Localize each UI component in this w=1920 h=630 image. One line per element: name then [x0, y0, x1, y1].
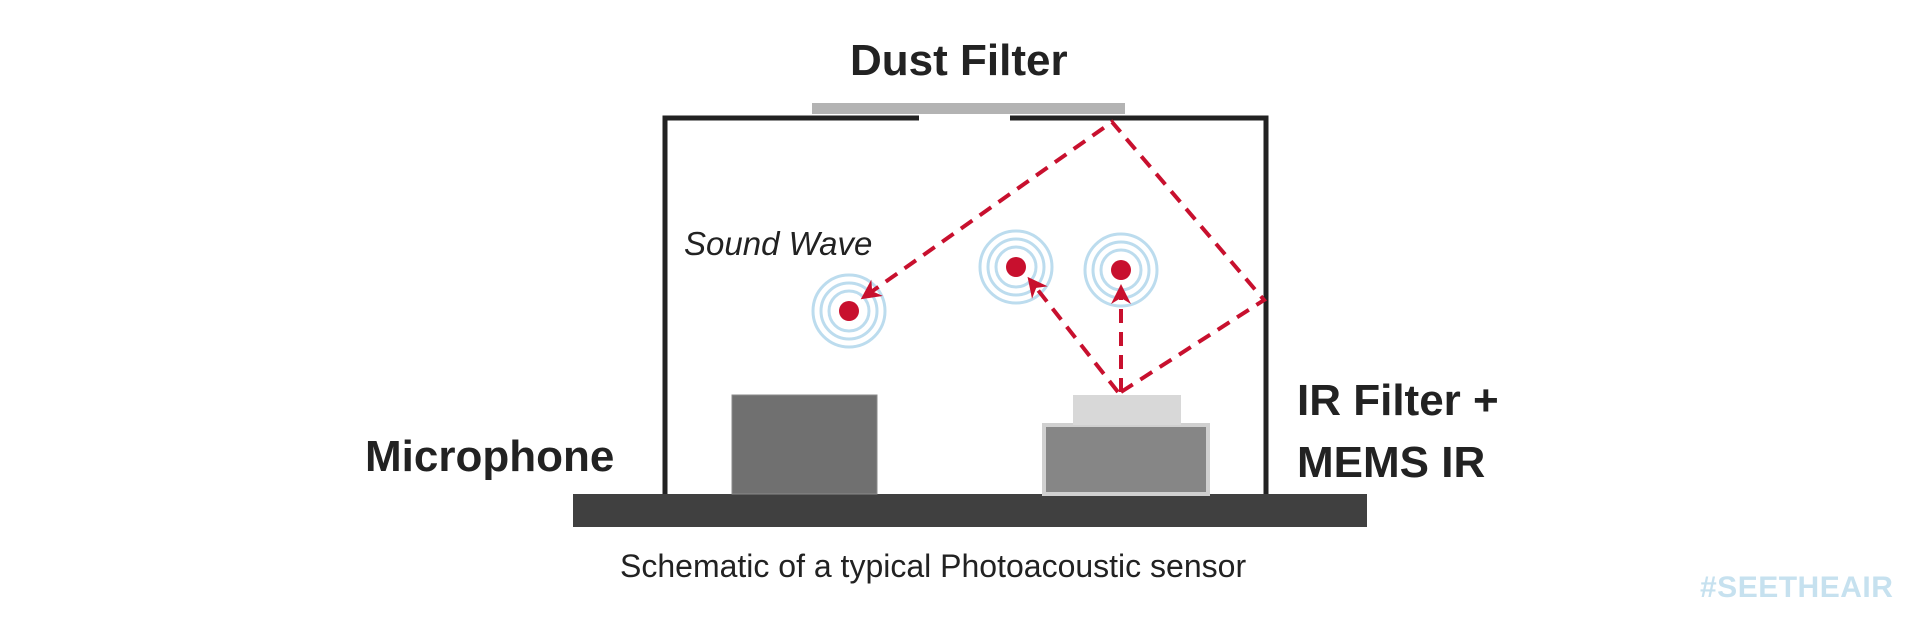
ray-reflection-path [860, 119, 1268, 394]
figure-caption: Schematic of a typical Photoacoustic sen… [620, 548, 1247, 584]
mems-ir-emitter [1042, 423, 1210, 496]
sound-source-left [811, 273, 887, 349]
chamber-right-top [1010, 115, 1269, 494]
sound-source-dot [1111, 260, 1131, 280]
ir-filter-mems-label: IR Filter + MEMS IR [1297, 370, 1499, 494]
sound-source-right [1083, 232, 1159, 308]
dust-filter [812, 103, 1125, 114]
base-plate [573, 494, 1367, 527]
dust-filter-label: Dust Filter [850, 36, 1068, 85]
chamber-left-top [662, 115, 919, 494]
sound-source-dot [1006, 257, 1026, 277]
hashtag-watermark: #SEETHEAIR [1700, 571, 1894, 604]
sound-wave-label: Sound Wave [684, 225, 873, 262]
chamber [662, 115, 1269, 494]
microphone-label: Microphone [365, 432, 615, 481]
ir-filter-label-line2: MEMS IR [1297, 438, 1486, 487]
ir-filter-label-line1: IR Filter + [1297, 376, 1499, 425]
ray-to-middle-source [1027, 276, 1120, 394]
ir-filter [1073, 395, 1181, 425]
microphone-block [731, 394, 878, 495]
sound-source-middle [978, 229, 1054, 305]
sound-source-dot [839, 301, 859, 321]
